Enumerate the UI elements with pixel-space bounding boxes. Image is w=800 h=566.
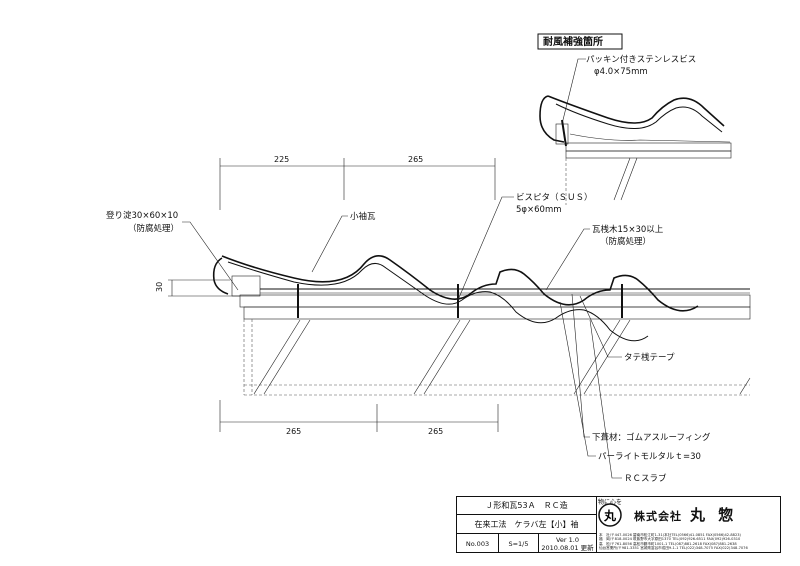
title-method: 在来工法 ケラバ左【小】袖 — [457, 515, 597, 534]
company-logo: 丸 — [598, 503, 622, 527]
title-version-date: Ver 1.0 2010.08.01 更新 — [539, 534, 597, 553]
rc-slab-hatching — [253, 319, 751, 395]
screw-leader — [561, 58, 586, 125]
title-date: 2010.08.01 更新 — [541, 543, 594, 552]
label-bispita: ビスピタ（ＳＵＳ） — [516, 192, 593, 203]
screw-label: パッキン付きステンレスビス — [586, 54, 696, 65]
roof-tiles — [221, 255, 699, 312]
detail-title: 耐風補強箇所 — [543, 35, 603, 48]
label-bispita-size: 5φ×60mm — [516, 205, 562, 215]
label-perlite: パーライトモルタルｔ=30 — [598, 452, 701, 462]
detail-tile-top — [547, 95, 725, 127]
title-block: Ｊ形和瓦53Ａ ＲＣ造 在来工法 ケラバ左【小】袖 No.003 S=1/5 V… — [456, 496, 781, 553]
company-address: 本 社/〒447-0026 碧南市松江町1-31(本社TEL(0566)41-0… — [599, 533, 748, 551]
nokiyodo-batten — [231, 275, 261, 297]
label-nokiyodo: 登り淀30×60×10 — [106, 210, 178, 221]
detail-mortar — [565, 142, 732, 152]
slab-top-band — [243, 306, 751, 320]
sleeve-tile-end — [212, 257, 229, 295]
company-title: 丸 惣 — [690, 506, 738, 524]
company-name: 株式会社丸 惣 — [634, 504, 737, 525]
title-scale: S=1/5 — [499, 534, 539, 553]
main-section: 225 265 — [106, 155, 751, 484]
label-shitabuki: 下葺材：ゴムアスルーフィング — [592, 432, 711, 443]
dim-top-right: 265 — [408, 155, 423, 164]
detail-title-box — [537, 33, 623, 50]
perlite-mortar — [239, 294, 751, 308]
label-rc: ＲＣスラブ — [624, 473, 667, 484]
dim-height: 30 — [155, 282, 164, 292]
label-kawarazan-note: （防腐処理） — [600, 236, 651, 247]
dim-bottom-right: 265 — [428, 427, 443, 436]
label-tatesan: タテ桟テープ — [624, 352, 675, 363]
label-kosode: 小袖瓦 — [350, 211, 376, 222]
company-prefix: 株式会社 — [634, 510, 682, 523]
logo-char: 丸 — [603, 508, 617, 523]
title-product: Ｊ形和瓦53Ａ ＲＣ造 — [457, 497, 597, 515]
label-nokiyodo-note: （防腐処理） — [128, 223, 179, 234]
detail-slab-top — [565, 150, 732, 159]
title-number: No.003 — [457, 534, 499, 553]
title-version: Ver 1.0 — [555, 535, 580, 544]
detail-view: 耐風補強箇所 パッキン付きステンレスビス φ4.0×75mm — [537, 33, 732, 205]
logo-caption: 物に心を — [598, 499, 623, 506]
dim-bottom-left: 265 — [286, 427, 301, 436]
screws — [297, 284, 623, 318]
dim-top-left: 225 — [274, 155, 289, 164]
screw-size: φ4.0×75mm — [594, 67, 648, 77]
label-kawarazan: 瓦桟木15×30以上 — [592, 224, 664, 235]
